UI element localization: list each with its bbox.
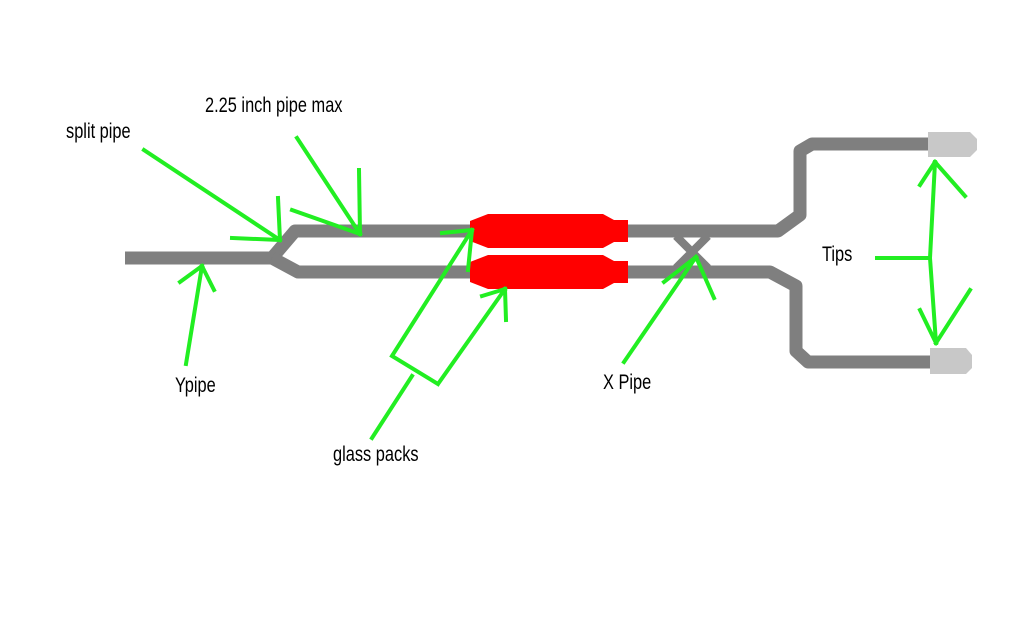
glass-pack-lower — [470, 255, 628, 289]
tip-lower — [930, 348, 972, 374]
x-pipe-crossover — [673, 233, 711, 271]
label-glass-packs: glass packs — [333, 443, 419, 466]
label-pipe-max: 2.25 inch pipe max — [205, 94, 343, 117]
label-split-pipe: split pipe — [66, 120, 131, 143]
split-pipe-lower — [268, 252, 470, 279]
annotation-arrows — [141, 135, 973, 441]
label-x-pipe: X Pipe — [603, 371, 652, 394]
label-ypipe: Ypipe — [175, 374, 216, 397]
exhaust-tips — [928, 132, 977, 374]
pipe-system — [125, 137, 932, 369]
glass-packs — [470, 214, 628, 289]
tip-upper — [928, 132, 977, 157]
split-pipe-upper — [267, 224, 470, 263]
label-tips: Tips — [822, 243, 853, 266]
arrow-split-pipe — [141, 147, 283, 243]
arrow-pipe-max — [289, 135, 363, 237]
arrow-glass-packs — [369, 227, 509, 441]
pipe-after-lower-muffler — [628, 265, 932, 369]
pipe-after-upper-muffler — [628, 137, 930, 238]
arrow-ypipe — [177, 263, 217, 367]
glass-pack-upper — [470, 214, 628, 248]
arrow-tips — [875, 159, 973, 346]
arrow-x-pipe — [621, 254, 717, 365]
